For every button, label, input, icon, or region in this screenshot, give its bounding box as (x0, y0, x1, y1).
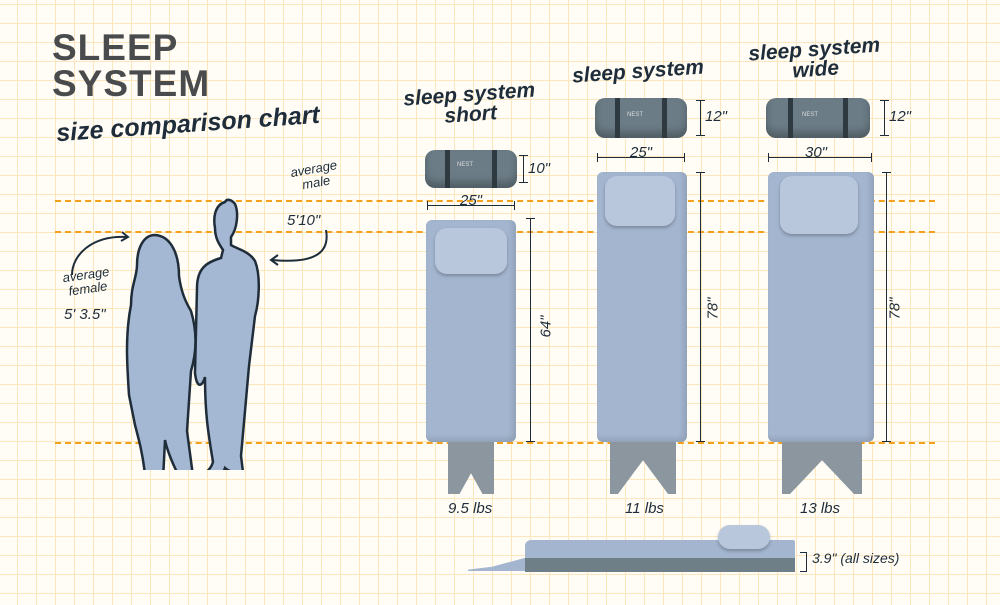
foot-extension (448, 442, 494, 494)
bag-height-label: 12" (705, 108, 728, 125)
male-silhouette (193, 198, 260, 470)
people-silhouettes (71, 198, 328, 470)
pillow (435, 228, 507, 274)
female-height: 5' 3.5" (64, 306, 106, 323)
male-height: 5'10" (287, 212, 321, 229)
length-dim (696, 172, 705, 442)
length-label: 78" (704, 297, 722, 320)
bag-height-dim (696, 100, 705, 136)
foot-extension (610, 442, 676, 494)
length-dim (882, 172, 891, 442)
foot-extension (782, 442, 862, 494)
width-dim (427, 201, 515, 210)
pillow (605, 176, 675, 226)
width-dim (597, 153, 685, 162)
length-label: 64" (537, 315, 555, 338)
thickness-bracket (800, 552, 807, 572)
bag-height-dim (519, 155, 528, 183)
weight-standard: 11 lbs (625, 500, 664, 517)
width-label: 25" (460, 192, 483, 209)
ground-line (55, 442, 935, 444)
female-silhouette (125, 233, 197, 470)
length-label: 78" (886, 297, 904, 320)
page-subtitle: size comparison chart (55, 100, 321, 148)
bag-height-dim (880, 100, 889, 136)
width-dim (768, 153, 872, 162)
bag-wide: NEST (766, 98, 870, 138)
width-label: 25" (630, 144, 653, 161)
side-view-pillow (718, 525, 770, 549)
side-foot-extension (468, 557, 528, 571)
bag-height-label: 10" (528, 160, 551, 177)
weight-wide: 13 lbs (800, 500, 841, 517)
bag-standard: NEST (595, 98, 687, 138)
bag-height-label: 12" (889, 108, 912, 125)
male-height-line (55, 200, 935, 202)
weight-short: 9.5 lbs (448, 500, 493, 517)
length-dim (526, 218, 535, 442)
width-label: 30" (805, 144, 828, 161)
pillow (780, 176, 858, 234)
model-title-standard: sleep system (571, 55, 705, 88)
bag-short: NEST (425, 150, 517, 188)
thickness-label: 3.9" (all sizes) (812, 550, 900, 566)
